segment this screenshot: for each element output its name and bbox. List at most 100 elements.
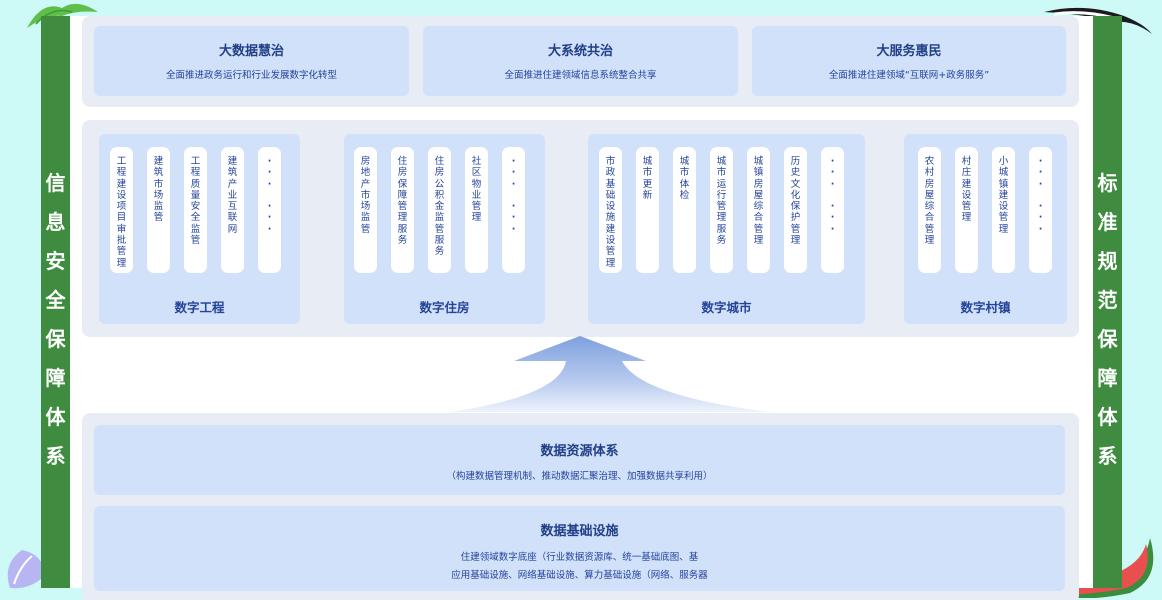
more-items-ellipsis: ··· ··· xyxy=(1029,147,1052,273)
vertical-char: 市 xyxy=(679,167,690,179)
goals-panel: 大数据慧治 全面推进政务运行和行业发展数字化转型 大系统共治 全面推进住建领域信… xyxy=(82,16,1079,107)
card-desc: （构建数据管理机制、推动数据汇聚治理、加强数据共享利用） xyxy=(446,471,713,482)
vertical-char: · xyxy=(830,223,835,235)
vertical-char: 产 xyxy=(227,178,238,190)
vertical-char: 理 xyxy=(924,235,935,247)
vertical-char: 务 xyxy=(716,235,727,247)
vertical-char: 程 xyxy=(116,167,127,179)
side-char: 信 xyxy=(45,171,66,195)
desc-line: 住建领域数字底座（行业数据资源库、统一基础底图、基 xyxy=(460,552,699,563)
app-item: 住房保障管理服务 xyxy=(391,147,414,273)
vertical-char: 设 xyxy=(998,201,1009,213)
vertical-char: · xyxy=(1038,201,1043,213)
group-digital-village: 农村房屋综合管理 村庄建设管理 小城镇建设管理 ··· ··· 数字村镇 xyxy=(904,134,1067,324)
vertical-char: 施 xyxy=(605,212,616,224)
vertical-char: · xyxy=(1038,167,1043,179)
vertical-char: 产 xyxy=(360,178,371,190)
side-char: 系 xyxy=(45,444,66,468)
info-security-bar: 信 息 安 全 保 障 体 系 xyxy=(41,16,70,588)
vertical-char: · xyxy=(267,156,272,167)
vertical-char: 合 xyxy=(924,212,935,224)
side-char: 息 xyxy=(45,210,66,234)
group-label: 数字村镇 xyxy=(960,300,1011,315)
vertical-char: 建 xyxy=(605,223,616,235)
vertical-char: · xyxy=(511,156,516,167)
app-item: 工程质量安全监管 xyxy=(184,147,207,273)
vertical-char: 管 xyxy=(190,235,201,247)
vertical-char: · xyxy=(267,178,272,190)
vertical-char: 史 xyxy=(790,167,801,179)
vertical-char: 量 xyxy=(190,189,201,201)
app-item: 房地产市场监管 xyxy=(354,147,377,273)
vertical-char: 业 xyxy=(227,189,238,201)
vertical-char: 管 xyxy=(961,201,972,213)
vertical-char: 批 xyxy=(116,235,127,247)
goal-title: 大数据慧治 xyxy=(218,44,284,59)
group-label: 数字住房 xyxy=(419,300,470,315)
side-char: 障 xyxy=(1097,366,1118,390)
vertical-char: 基 xyxy=(605,178,616,190)
vertical-char: 检 xyxy=(679,189,690,201)
vertical-char: 镇 xyxy=(998,178,1009,190)
vertical-char: 历 xyxy=(790,156,801,167)
vertical-char: · xyxy=(511,201,516,213)
vertical-char: 理 xyxy=(471,212,482,224)
vertical-char: · xyxy=(511,178,516,190)
vertical-char: 理 xyxy=(961,212,972,224)
goal-desc: 全面推进住建领域“互联网+政务服务” xyxy=(828,70,990,81)
vertical-char: 建 xyxy=(998,189,1009,201)
vertical-char: · xyxy=(830,156,835,167)
vertical-char: 市 xyxy=(716,167,727,179)
goal-card: 大数据慧治 全面推进政务运行和行业发展数字化转型 xyxy=(94,26,409,96)
goal-card: 大服务惠民 全面推进住建领域“互联网+政务服务” xyxy=(752,26,1066,96)
vertical-char: 服 xyxy=(716,223,727,235)
vertical-char: · xyxy=(1038,212,1043,224)
side-char: 标 xyxy=(1097,171,1118,195)
vertical-char: 房 xyxy=(397,167,408,179)
vertical-char: 务 xyxy=(397,235,408,247)
vertical-char: 管 xyxy=(998,212,1009,224)
vertical-char: 运 xyxy=(716,178,727,190)
app-item: 建筑市场监管 xyxy=(147,147,170,273)
vertical-char: 项 xyxy=(116,201,127,213)
vertical-char: 场 xyxy=(153,189,164,201)
goal-card: 大系统共治 全面推进住建领域信息系统整合共享 xyxy=(423,26,738,96)
vertical-char: 镇 xyxy=(753,167,764,179)
side-char: 准 xyxy=(1097,210,1118,234)
card-title: 数据基础设施 xyxy=(540,524,619,539)
app-item: 市政基础设施建设管理 xyxy=(599,147,622,273)
vertical-char: 管 xyxy=(790,223,801,235)
shell-decoration xyxy=(7,550,46,589)
app-item: 城市运行管理服务 xyxy=(710,147,733,273)
vertical-char: 理 xyxy=(790,235,801,247)
data-resource-card: 数据资源体系 （构建数据管理机制、推动数据汇聚治理、加强数据共享利用） xyxy=(94,425,1065,495)
vertical-char: 网 xyxy=(227,223,238,235)
group-label: 数字工程 xyxy=(174,300,225,315)
vertical-char: 城 xyxy=(716,156,727,167)
vertical-char: 管 xyxy=(434,223,445,235)
more-items-ellipsis: ··· ··· xyxy=(821,147,844,273)
app-item: 小城镇建设管理 xyxy=(992,147,1015,273)
vertical-char: 城 xyxy=(642,156,653,167)
app-item: 工程建设项目审批管理 xyxy=(110,147,133,273)
vertical-char: 监 xyxy=(153,201,164,213)
vertical-char: 地 xyxy=(360,167,371,179)
app-item: 住房公积金监管服务 xyxy=(428,147,451,273)
vertical-char: 金 xyxy=(434,201,445,213)
side-char: 系 xyxy=(1097,444,1118,468)
vertical-char: 城 xyxy=(679,156,690,167)
vertical-char: 障 xyxy=(397,189,408,201)
vertical-char: 管 xyxy=(753,223,764,235)
vertical-char: 村 xyxy=(961,156,972,167)
vertical-char: · xyxy=(511,212,516,224)
vertical-char: 管 xyxy=(924,223,935,235)
vertical-char: 理 xyxy=(998,223,1009,235)
vertical-char: · xyxy=(267,212,272,224)
desc-line: 应用基础设施、网络基础设施、算力基础设施（网络、服务器 xyxy=(451,570,708,581)
vertical-char: 市 xyxy=(360,189,371,201)
vertical-char: 管 xyxy=(116,246,127,258)
vertical-char: 管 xyxy=(716,201,727,213)
goal-title: 大服务惠民 xyxy=(876,44,942,59)
vertical-char: 服 xyxy=(397,223,408,235)
vertical-char: 文 xyxy=(790,178,801,190)
